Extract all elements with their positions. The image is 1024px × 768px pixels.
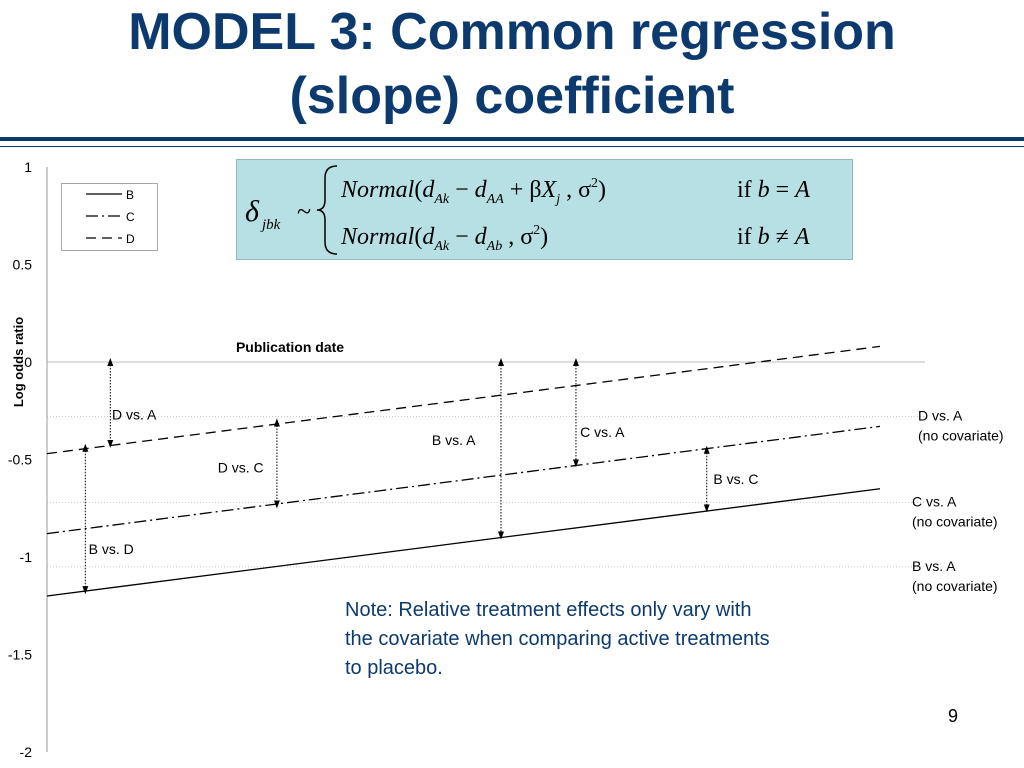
- svg-text:~: ~: [297, 197, 311, 226]
- comparison-label: B vs. D: [89, 541, 134, 557]
- comparison-label: B vs. C: [713, 471, 758, 487]
- note-line-1: Note: Relative treatment effects only va…: [345, 599, 752, 621]
- title-underline-thick: [0, 137, 1024, 141]
- page-number: 9: [948, 706, 959, 726]
- y-tick-label: 0.5: [13, 257, 33, 273]
- reference-line-label: B vs. A: [912, 558, 956, 574]
- comparison-label: D vs. A: [112, 407, 157, 423]
- y-tick-label: 0: [24, 354, 32, 370]
- slide-title-line-2: (slope) coefficient: [289, 67, 735, 125]
- reference-line-label: (no covariate): [912, 578, 998, 594]
- x-axis-title: Publication date: [236, 339, 344, 355]
- series-line-c: [46, 425, 881, 535]
- note-line-3: to placebo.: [345, 657, 443, 679]
- svg-text:if b = A: if b = A: [737, 177, 810, 203]
- title-underline-thin: [0, 146, 1024, 147]
- legend-label: C: [126, 210, 135, 224]
- svg-text:Normal(dAk − dAb , σ2): Normal(dAk − dAb , σ2): [340, 223, 548, 254]
- slide-title: MODEL 3: Common regression (slope) coeff…: [0, 0, 1024, 128]
- series-line-d: [46, 345, 881, 455]
- y-tick-label: -1: [20, 549, 33, 565]
- reference-line-label: D vs. A: [918, 408, 963, 424]
- legend-label: B: [126, 188, 134, 202]
- legend-label: D: [126, 232, 135, 246]
- y-tick-label: 1: [24, 159, 32, 175]
- comparison-label: C vs. A: [580, 424, 625, 440]
- svg-text:if b ≠ A: if b ≠ A: [737, 224, 810, 250]
- reference-line-label: (no covariate): [912, 513, 998, 529]
- reference-line-label: C vs. A: [912, 493, 957, 509]
- y-tick-label: -1.5: [8, 647, 32, 663]
- svg-text:jbk: jbk: [260, 217, 281, 233]
- note-line-2: the covariate when comparing active trea…: [345, 628, 770, 650]
- slide-title-line-1: MODEL 3: Common regression: [128, 3, 896, 61]
- model-formula-graphic: δ jbk ~ Normal(dAk − dAA + βXj , σ2) Nor…: [245, 165, 810, 255]
- series-line-b: [46, 488, 881, 597]
- chart-legend-graphic: BCD: [86, 188, 135, 246]
- y-axis-title: Log odds ratio: [11, 317, 26, 407]
- reference-line-label: (no covariate): [918, 428, 1004, 444]
- note-text: Note: Relative treatment effects only va…: [345, 596, 905, 683]
- comparison-label: D vs. C: [218, 459, 264, 475]
- y-tick-label: -2: [20, 744, 33, 760]
- y-tick-label: -0.5: [8, 452, 32, 468]
- svg-text:Normal(dAk − dAA + βXj , σ2): Normal(dAk − dAA + βXj , σ2): [340, 176, 606, 207]
- comparison-label: B vs. A: [432, 432, 476, 448]
- model-formula: δ jbk ~ Normal(dAk − dAA + βXj , σ2) Nor…: [236, 159, 853, 260]
- svg-text:δ: δ: [245, 195, 260, 228]
